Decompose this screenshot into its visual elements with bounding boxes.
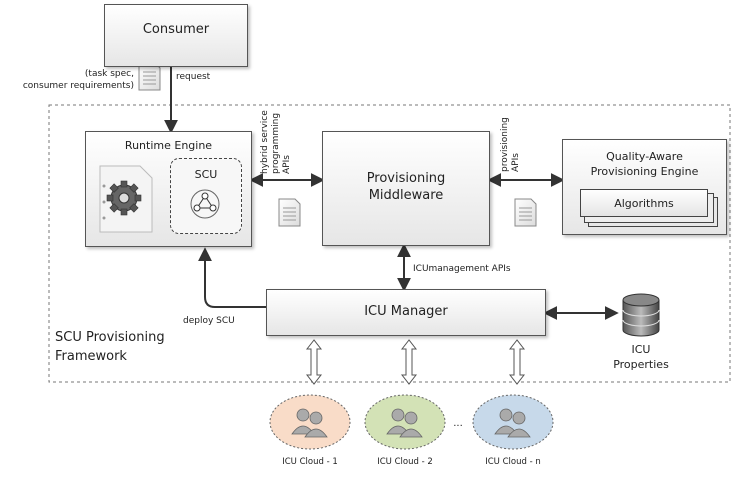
icu-properties-label: ICU Properties [606, 342, 676, 372]
gear-document-icon [99, 165, 153, 233]
icu-cloud-n [472, 394, 554, 450]
icu-management-api-label: ICUmanagement APIs [413, 264, 511, 274]
network-icon [190, 189, 220, 219]
icu-cloud-1 [269, 394, 351, 450]
middleware-label: Provisioning Middleware [322, 170, 490, 204]
hybrid-api-line-1: hybrid service [260, 110, 270, 174]
icu-manager-box [266, 289, 546, 336]
cloud-label: ICU Cloud - 2 [377, 457, 433, 467]
hybrid-api-line-3: APIs [282, 155, 292, 174]
provisioning-middleware-box [322, 131, 490, 246]
hybrid-api-label: hybrid service programming APIs [260, 110, 293, 174]
provisioning-api-line-2: APIs [511, 153, 521, 172]
provisioning-api-label: provisioning APIs [500, 117, 522, 172]
scu-label: SCU [194, 168, 218, 181]
cloud-link-arrow [400, 339, 418, 385]
quality-engine-line-1: Quality-Aware [606, 150, 683, 163]
cloud-link-arrow [508, 339, 526, 385]
cloud-link-arrow [305, 339, 323, 385]
request-label: request [176, 72, 211, 82]
consumer-note-line-1: (task spec, [84, 69, 134, 79]
consumer-box [104, 4, 248, 67]
cloud-ellipsis: ... [453, 418, 463, 429]
cloud-label: ICU Cloud - 1 [282, 457, 338, 467]
framework-line-1: SCU Provisioning [55, 330, 165, 345]
icu-manager-label: ICU Manager [364, 304, 448, 319]
database-icon [622, 293, 660, 337]
framework-boundary [48, 104, 731, 383]
framework-label: SCU Provisioning Framework [55, 328, 165, 366]
document-icon [278, 198, 301, 227]
cloud-label: ICU Cloud - n [485, 457, 541, 467]
document-icon [514, 198, 537, 227]
middleware-line-2: Middleware [368, 188, 444, 203]
document-icon [138, 62, 161, 91]
quality-engine-label: Quality-Aware Provisioning Engine [562, 149, 727, 179]
icu-properties-line-2: Properties [613, 358, 669, 371]
framework-line-2: Framework [55, 349, 127, 364]
runtime-engine-label: Runtime Engine [124, 139, 213, 152]
quality-engine-line-2: Provisioning Engine [590, 165, 699, 178]
consumer-label: Consumer [142, 22, 210, 37]
middleware-line-1: Provisioning [366, 171, 446, 186]
icu-cloud-2 [364, 394, 446, 450]
algorithms-box: Algorithms [580, 189, 708, 217]
provisioning-api-line-1: provisioning [500, 117, 510, 172]
consumer-note: (task spec, consumer requirements) [0, 68, 134, 92]
deploy-arrow [198, 247, 266, 308]
hybrid-api-line-2: programming [271, 112, 281, 174]
icu-properties-line-1: ICU [631, 343, 651, 356]
deploy-scu-label: deploy SCU [183, 316, 235, 326]
consumer-note-line-2: consumer requirements) [22, 81, 134, 91]
